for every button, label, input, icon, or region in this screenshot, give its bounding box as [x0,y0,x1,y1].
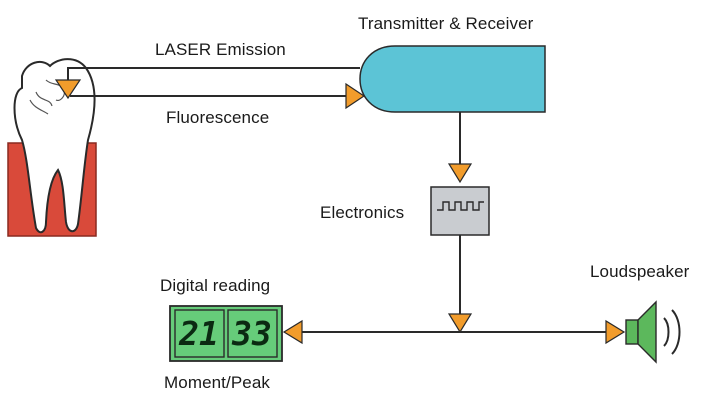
display-arrowhead [282,319,303,345]
digital-reading-label: Digital reading [160,276,271,295]
peak-value: 33 [231,314,272,353]
moment-value: 21 [178,314,219,353]
transmitter-receiver-unit [359,45,546,113]
moment-peak-label: Moment/Peak [164,373,270,392]
laser-arrowhead [54,79,82,100]
tooth-icon [13,58,96,234]
loudspeaker-label: Loudspeaker [590,262,690,281]
electronics-label: Electronics [320,203,405,222]
speaker-arrowhead [605,319,626,345]
junction-arrowhead [447,313,473,334]
electronics-chip-icon [430,186,490,236]
transmitter-receiver-label: Transmitter & Receiver [358,14,534,33]
fluorescence-label: Fluorescence [166,108,270,127]
laser-emission-label: LASER Emission [155,40,286,59]
digital-display: 21 33 [169,305,283,362]
electronics-input-arrowhead [447,163,473,184]
loudspeaker-icon [625,300,681,364]
fluorescence-arrowhead [345,82,366,110]
laser-emission-line [67,67,360,84]
